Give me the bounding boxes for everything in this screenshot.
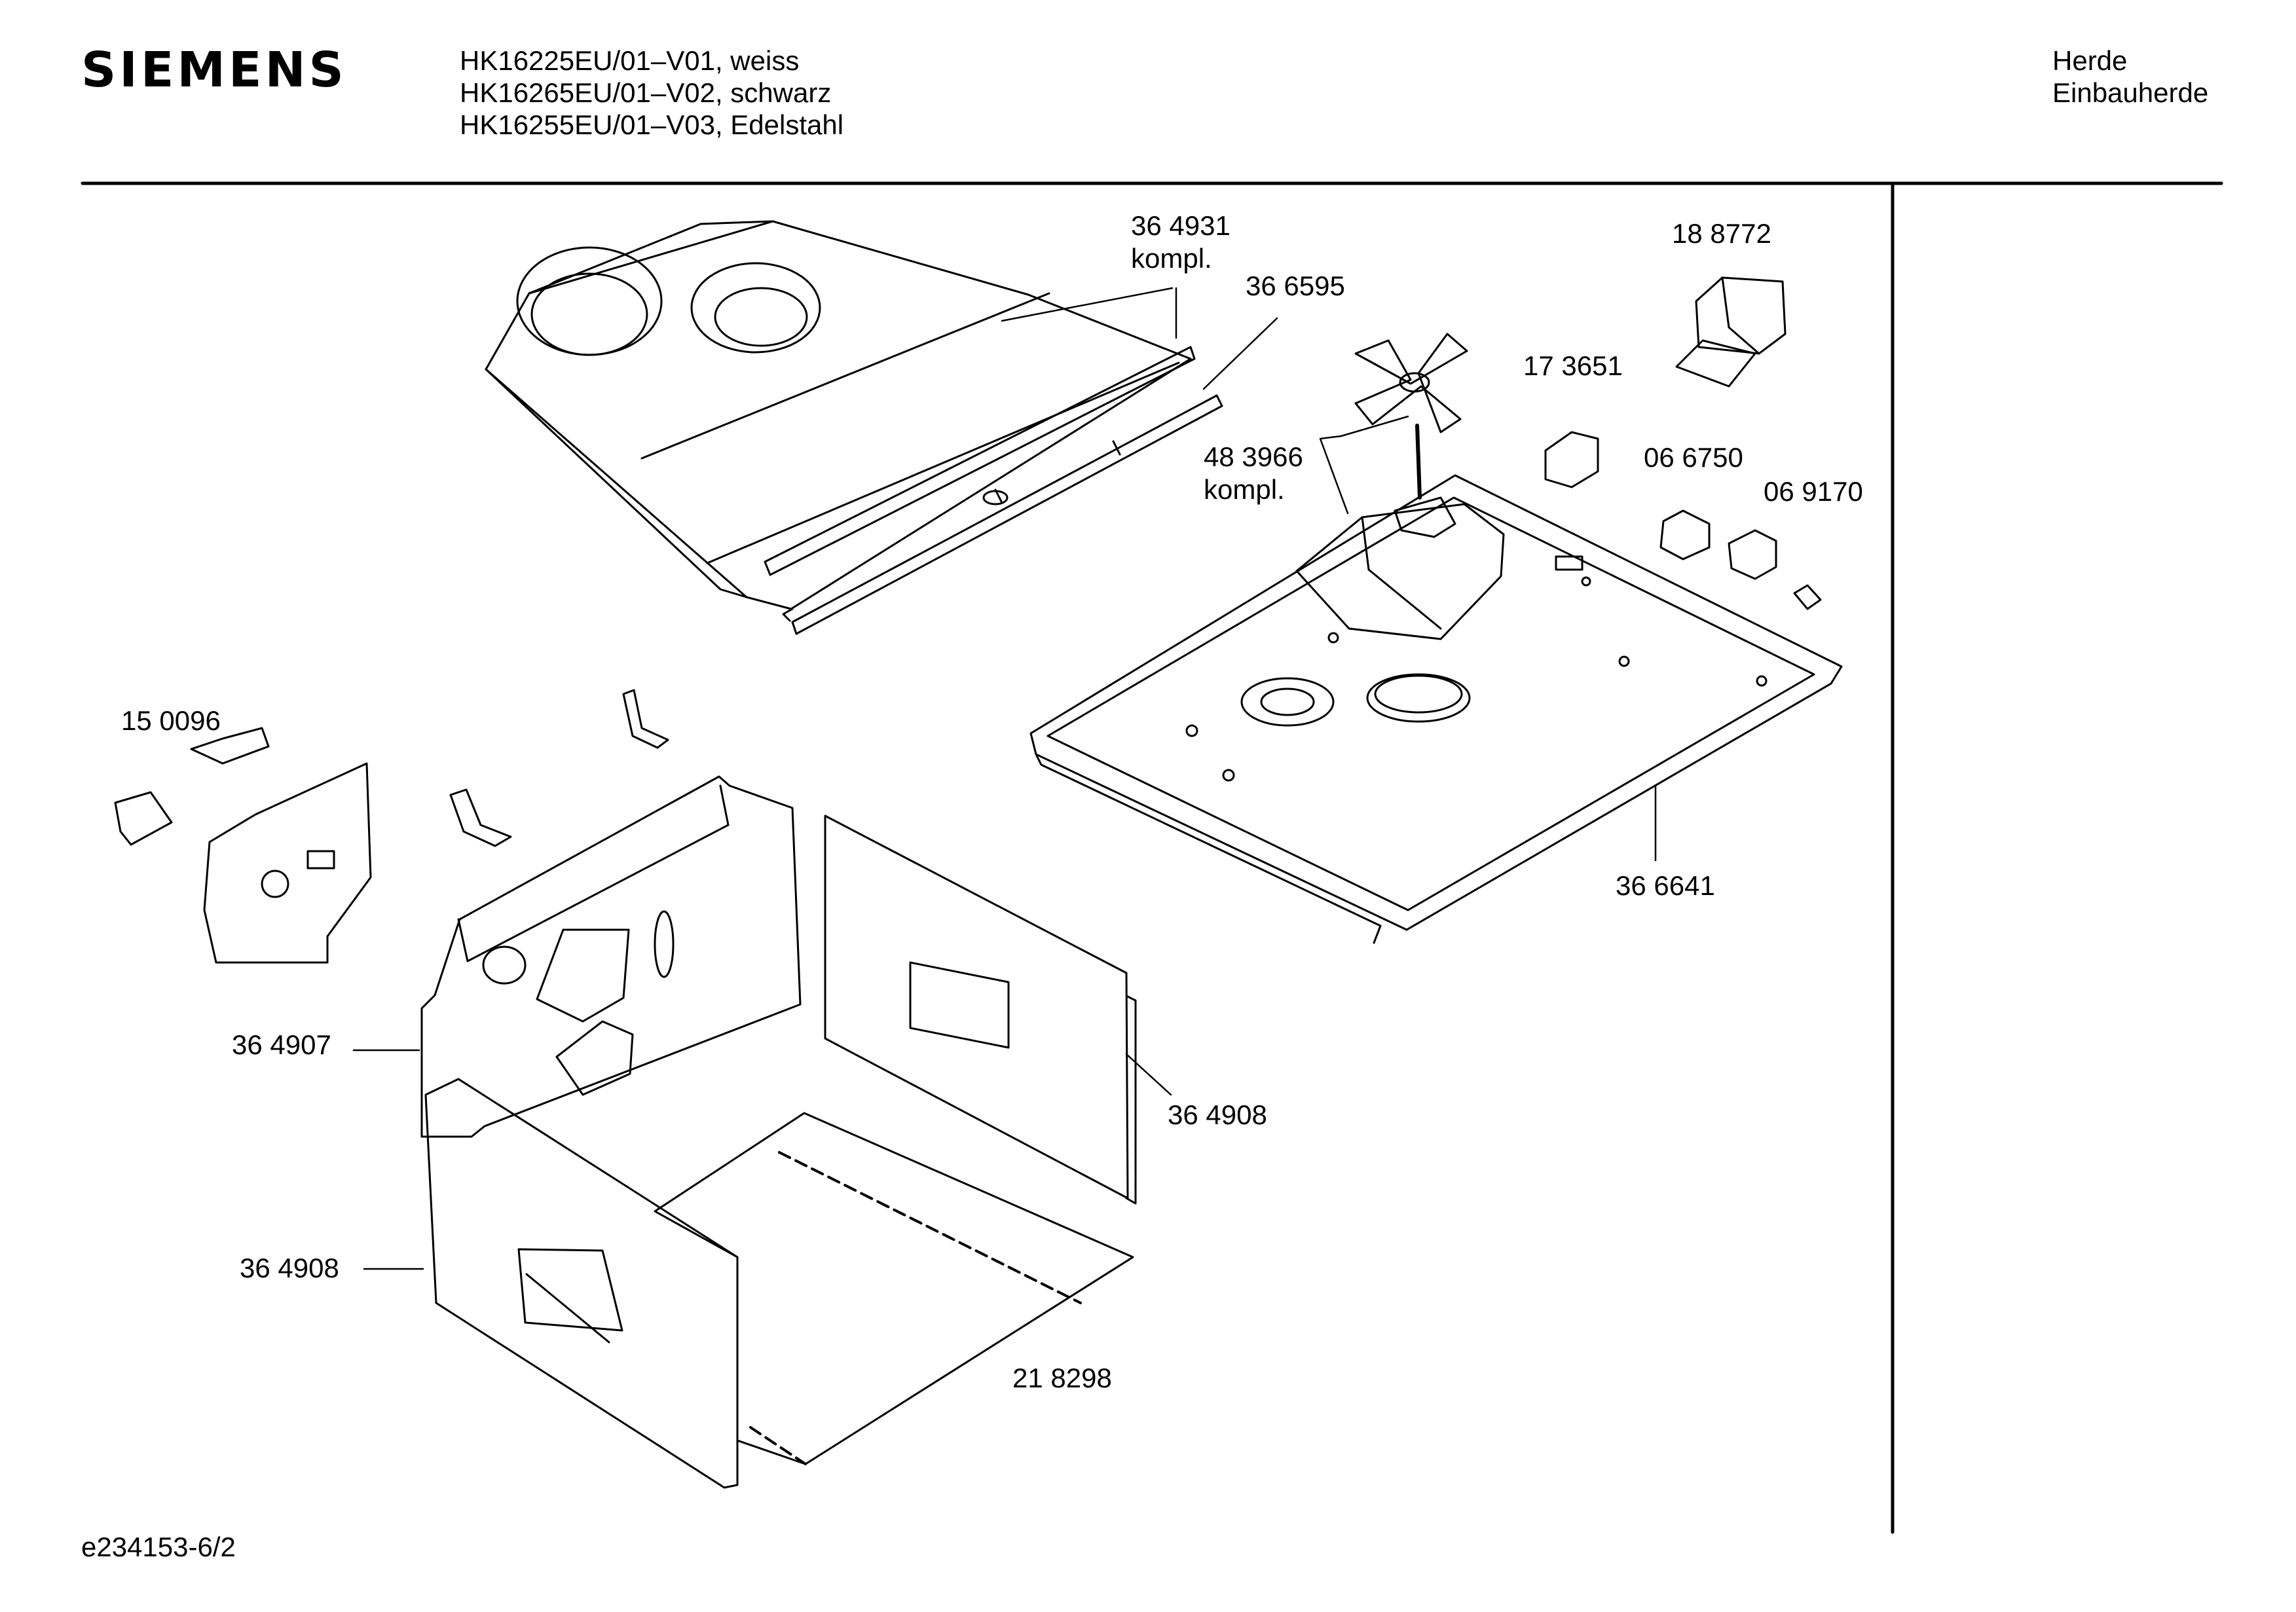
rail-parts (765, 347, 1222, 634)
category-line-1: Herde (2052, 45, 2128, 76)
model-line-2: HK16265EU/01–V02, schwarz (460, 77, 832, 108)
part-label-364908-left: 36 4908 (240, 1253, 339, 1283)
model-line-3: HK16255EU/01–V03, Edelstahl (460, 109, 844, 140)
category-line-2: Einbauherde (2052, 77, 2209, 108)
part-label-188772: 18 8772 (1672, 218, 1771, 249)
part-label-366641: 36 6641 (1616, 870, 1715, 901)
oven-left-side-wall-part (426, 1079, 737, 1488)
brand-logo: SIEMENS (81, 42, 347, 98)
oven-back-panel-part (1031, 475, 1842, 943)
thermostat-part (1546, 432, 1598, 487)
part-label-066750: 06 6750 (1644, 442, 1743, 473)
oven-side-wall-part (422, 777, 800, 1137)
model-line-1: HK16225EU/01–V01, weiss (460, 45, 800, 76)
fan-motor-part (1356, 334, 1467, 537)
part-label-483966: 48 3966 (1204, 441, 1303, 472)
part-label-364907: 36 4907 (232, 1029, 331, 1060)
clip-part-2 (623, 690, 668, 748)
oven-bottom-part (655, 1113, 1133, 1464)
transformer-part (1676, 278, 1785, 386)
part-label-150096: 15 0096 (121, 705, 221, 736)
control-bracket-part (115, 728, 371, 962)
connector-part (1729, 530, 1821, 609)
part-note-364931: kompl. (1131, 243, 1212, 274)
duct-hood-part (486, 221, 1191, 609)
clip-part-1 (451, 790, 511, 846)
switch-part (1661, 511, 1709, 559)
document-id: e234153-6/2 (81, 1531, 236, 1562)
part-label-366595: 36 6595 (1246, 270, 1345, 301)
part-label-364931: 36 4931 (1131, 210, 1231, 241)
part-label-218298: 21 8298 (1012, 1363, 1112, 1393)
part-note-483966: kompl. (1204, 474, 1285, 505)
oven-right-side-wall-part (825, 816, 1136, 1203)
part-label-173651: 17 3651 (1523, 350, 1623, 381)
part-label-069170: 06 9170 (1764, 476, 1863, 507)
part-label-364908-right: 36 4908 (1168, 1099, 1267, 1130)
leader-lines (354, 288, 1656, 1269)
